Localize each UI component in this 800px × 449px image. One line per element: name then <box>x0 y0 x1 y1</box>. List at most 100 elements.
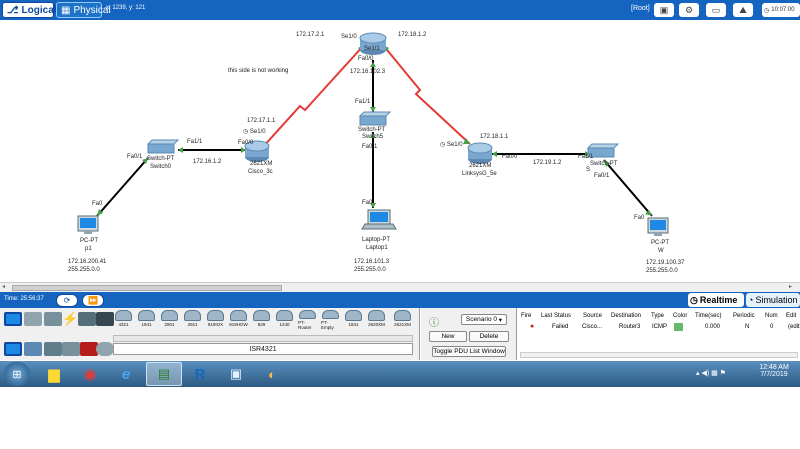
simulation-mode-button[interactable]: ◔ Simulation <box>746 293 800 307</box>
taskbar-date: 7/7/2019 <box>760 371 788 378</box>
multiuser-category-icon[interactable] <box>96 312 114 326</box>
pc1-name: p1 <box>85 246 92 252</box>
laptop1-name: Laptop1 <box>366 245 388 251</box>
system-tray-icons[interactable]: ▴ ◀) ▦ ⚑ <box>696 370 726 377</box>
workspace-clock-label: 10:07:00 <box>771 7 795 13</box>
device-model-item[interactable]: PT-Empty <box>321 310 340 330</box>
power-cycle-button[interactable]: ⟳ <box>56 294 78 307</box>
windows-logo-icon: ⊞ <box>12 368 22 381</box>
router3-port-right: Se1/1 <box>364 46 380 52</box>
switch5-type: Switch-PT <box>358 127 386 133</box>
scroll-left-icon[interactable]: ◂ <box>2 284 6 290</box>
scrollbar-thumb[interactable] <box>12 285 282 291</box>
realtime-label: Realtime <box>699 295 738 305</box>
packet-tracer-icon: ▤ <box>157 366 171 381</box>
network-devices-category-icon[interactable] <box>4 312 22 326</box>
switch5-name: Switch5 <box>362 134 384 140</box>
simulation-label: Simulation <box>755 295 798 305</box>
router-icon <box>115 310 132 321</box>
routers-subcategory-icon[interactable] <box>4 342 22 356</box>
taskbar-app-active[interactable]: ▤ <box>146 362 182 386</box>
device-model-item[interactable]: 4321 <box>114 310 133 330</box>
device-model-item[interactable]: PT-Router <box>298 310 317 330</box>
pcw-type: PC-PT <box>651 240 669 246</box>
cisco3c-name: Cisco_3c <box>248 169 273 175</box>
workspace-clock: ◷ 10:07:00 <box>762 3 800 17</box>
taskbar-app[interactable]: R <box>182 362 218 386</box>
device-model-item[interactable]: 1240 <box>275 310 294 330</box>
row-periodic: N <box>745 324 750 330</box>
cisco3c-device <box>244 140 270 162</box>
pcw-mask: 255.255.0.0 <box>646 268 678 274</box>
delete-scenario-button[interactable]: Delete <box>469 331 509 342</box>
new-scenario-button[interactable]: New <box>429 331 467 342</box>
linksys-ip-lan: 172.19.1.2 <box>533 160 562 166</box>
device-model-item[interactable]: 2621XM <box>393 310 412 330</box>
router3-device <box>359 32 387 55</box>
cisco3c-port-se: ◷ Se1/0 <box>243 129 266 135</box>
event-list-scrollbar[interactable] <box>520 352 798 358</box>
device-list-scrollbar[interactable] <box>113 335 413 342</box>
cluster-icon[interactable]: ▣ <box>654 3 674 17</box>
connections-lightning-icon[interactable]: ⚡ <box>62 311 79 326</box>
router-icon <box>322 310 339 319</box>
device-model-item[interactable]: 1941 <box>137 310 156 330</box>
realtime-mode-button[interactable]: ◷ Realtime <box>688 293 744 307</box>
taskbar-app[interactable]: ◐ <box>254 362 290 386</box>
components-category-icon[interactable] <box>44 312 62 326</box>
clock-icon: ◷ <box>764 7 770 14</box>
toggle-pdu-list-button[interactable]: Toggle PDU List Window <box>432 346 506 357</box>
logical-workspace[interactable]: 172.17.2.1 172.18.1.2 Se1/0 Se1/1 Fa0/0 … <box>0 20 800 282</box>
cisco3c-ip-lan: 172.16.1.2 <box>193 159 222 165</box>
simulation-icon: ◔ <box>748 295 754 305</box>
device-model-item[interactable]: 829 <box>252 310 271 330</box>
navigation-icon[interactable]: ⚙ <box>679 3 699 17</box>
info-icon[interactable]: ⓘ <box>429 318 439 329</box>
device-model-item[interactable]: 819IOX <box>206 310 225 330</box>
taskbar-app[interactable]: e <box>108 362 144 386</box>
tab-logical[interactable]: ⎇ Logical <box>2 2 57 18</box>
fire-icon[interactable]: ● <box>530 323 535 330</box>
wan-emulation-subcategory-icon[interactable] <box>96 342 114 356</box>
cisco3c-port-se-text: Se1/0 <box>249 129 266 135</box>
switch0-port-right: Fa1/1 <box>187 139 203 145</box>
workspace-horizontal-scrollbar[interactable]: ◂ ▸ <box>0 282 800 292</box>
viewport-icon[interactable]: ▭ <box>706 3 726 17</box>
misc-category-icon[interactable] <box>78 312 96 326</box>
tab-physical[interactable]: ▦ Physical <box>56 2 111 18</box>
scroll-right-icon[interactable]: ▸ <box>789 284 793 290</box>
background-image-icon[interactable]: ⛰ <box>733 3 753 17</box>
row-type: ICMP <box>652 324 667 330</box>
switch-right-name: S <box>586 167 591 173</box>
taskbar-app[interactable]: ▆ <box>36 362 72 386</box>
device-model-item[interactable]: 1841 <box>344 310 363 330</box>
switch-right-label: Switch-PT <box>590 161 618 167</box>
router3-port-down: Fa0/0 <box>358 56 374 62</box>
device-model-item[interactable]: 2620XM <box>367 310 386 330</box>
row-edit[interactable]: (edit <box>788 324 800 330</box>
router-icon <box>394 310 411 321</box>
hubs-subcategory-icon[interactable] <box>44 342 62 356</box>
router-icon <box>230 310 247 321</box>
taskbar-clock[interactable]: 12:48 AM 7/7/2019 <box>755 364 793 378</box>
start-button[interactable]: ⊞ <box>4 362 30 386</box>
laptop1-ip: 172.16.101.3 <box>354 259 390 265</box>
pcw-device <box>647 217 669 236</box>
security-subcategory-icon[interactable] <box>80 342 98 356</box>
laptop1-mask: 255.255.0.0 <box>354 267 386 273</box>
router3-ip-right: 172.18.1.2 <box>398 32 427 38</box>
wireless-subcategory-icon[interactable] <box>62 342 80 356</box>
device-model-item[interactable]: 2911 <box>183 310 202 330</box>
device-model-item[interactable]: 2901 <box>160 310 179 330</box>
end-devices-category-icon[interactable] <box>24 312 42 326</box>
taskbar-app[interactable]: ▣ <box>218 362 254 386</box>
root-breadcrumb[interactable]: [Root] <box>631 5 650 12</box>
switches-subcategory-icon[interactable] <box>24 342 42 356</box>
fast-forward-icon: ⏩ <box>88 296 98 305</box>
device-model-item[interactable]: 819HGW <box>229 310 248 330</box>
fast-forward-button[interactable]: ⏩ <box>82 294 104 307</box>
taskbar-app[interactable]: ◉ <box>72 362 108 386</box>
cisco3c-ip: 172.17.1.1 <box>247 118 276 124</box>
laptop1-type: Laptop-PT <box>362 237 391 243</box>
scenario-select[interactable]: Scenario 0 ▾ <box>461 314 507 325</box>
